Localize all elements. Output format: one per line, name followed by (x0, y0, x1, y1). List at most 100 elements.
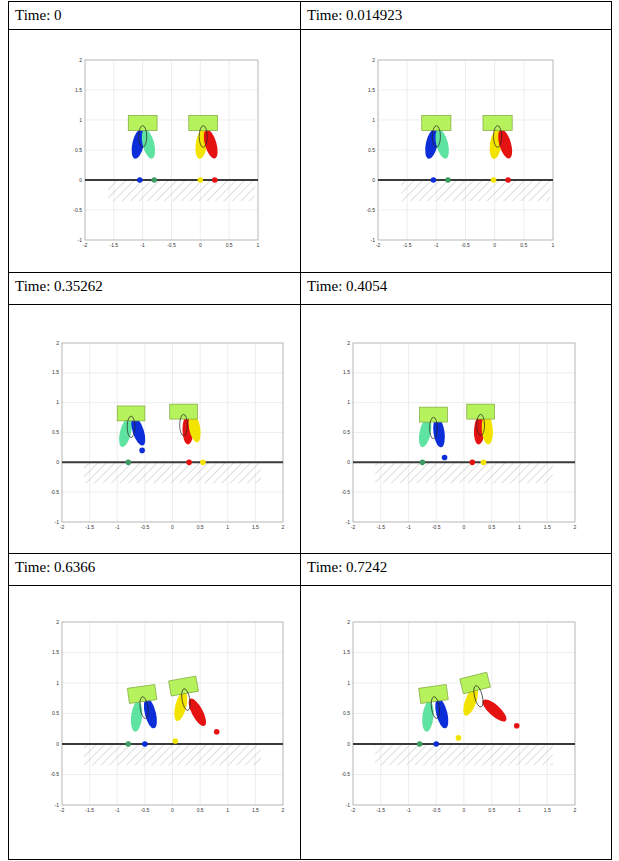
ground-line (62, 743, 283, 745)
axis-tick-label: 0 (79, 178, 82, 183)
axis-tick-label: 0 (171, 525, 174, 530)
grid-line (62, 744, 283, 745)
time-label: Time: 0.7242 (307, 559, 387, 575)
axis-tick-label: -0.5 (432, 525, 441, 530)
axis-tick-label: -1 (115, 525, 119, 530)
axes-box (62, 622, 283, 805)
foot-dot (417, 741, 423, 747)
hip-outline (127, 416, 135, 437)
grid-line (378, 90, 553, 91)
sim-plot (62, 622, 283, 805)
hip-outline (477, 414, 485, 435)
hip-outline (180, 688, 191, 711)
foot-dot (126, 741, 132, 747)
ground-hatch (375, 462, 553, 483)
ground-hatch (108, 180, 255, 201)
time-label: Time: 0.6366 (15, 559, 95, 575)
ground-line (353, 743, 575, 745)
axes-box (353, 622, 575, 805)
foot-dot (198, 177, 204, 183)
grid-line (62, 492, 283, 493)
foot-dot (442, 455, 448, 461)
axis-tick-label: 1 (347, 400, 350, 405)
foot-dot (212, 177, 218, 183)
sim-plot (85, 60, 258, 240)
foot-dot (431, 177, 437, 183)
robot-body (117, 406, 145, 421)
time-header-cell: Time: 0.4054 (301, 273, 611, 304)
grid-line (353, 744, 575, 745)
grid-line (62, 432, 283, 433)
grid-line (353, 432, 575, 433)
axis-tick-label: -2 (351, 808, 355, 813)
robot-body (128, 116, 157, 131)
leg-ellipse (495, 128, 514, 160)
robot-body (169, 676, 199, 696)
axis-tick-label: 0.5 (197, 525, 204, 530)
axis-tick-label: 2 (282, 525, 285, 530)
axis-tick-label: -1 (346, 803, 350, 808)
foot-dot (172, 738, 178, 744)
axis-tick-label: -1.5 (376, 525, 385, 530)
ground-line (378, 179, 553, 181)
axis-tick-label: -0.5 (461, 243, 470, 248)
axis-tick-label: 1 (257, 243, 260, 248)
axis-tick-label: 2 (282, 808, 285, 813)
axis-tick-label: 1.5 (343, 650, 350, 655)
foot-dot (420, 460, 426, 466)
axis-tick-label: 0.5 (52, 711, 59, 716)
axis-tick-label: 1 (347, 681, 350, 686)
axis-tick-label: 1 (372, 118, 375, 123)
hip-outline (432, 126, 440, 148)
axis-tick-label: 0 (372, 178, 375, 183)
table-grid (9, 2, 612, 860)
grid-line (353, 462, 575, 463)
axis-tick-label: 1.5 (343, 370, 350, 375)
axis-tick-label: 0 (347, 742, 350, 747)
foot-dot (491, 177, 497, 183)
foot-dot (481, 460, 487, 466)
axis-tick-label: -2 (60, 808, 64, 813)
robot-body (460, 672, 491, 694)
axis-tick-label: -2 (376, 243, 380, 248)
foot-dot (514, 723, 520, 729)
grid-line (353, 652, 575, 653)
grid-line (62, 462, 283, 463)
foot-dot (470, 460, 476, 466)
axis-tick-label: 0.5 (488, 808, 495, 813)
sim-plot (378, 60, 553, 240)
axis-tick-label: 0.5 (226, 243, 233, 248)
axis-tick-label: 0 (171, 808, 174, 813)
leg-ellipse (185, 696, 209, 728)
foot-dot (433, 741, 439, 747)
robot-body (422, 116, 451, 131)
foot-dot (137, 177, 143, 183)
axis-tick-label: 0 (463, 525, 466, 530)
foot-dot (186, 460, 192, 466)
ground-line (62, 461, 283, 463)
hip-outline (430, 696, 441, 719)
robot-body (127, 685, 156, 704)
axis-tick-label: 0.5 (368, 148, 375, 153)
axis-tick-label: -1.5 (85, 808, 94, 813)
grid-line (378, 180, 553, 181)
grid-line (85, 210, 258, 211)
axis-tick-label: 1 (226, 525, 229, 530)
axis-tick-label: -1 (434, 243, 438, 248)
robot-body (170, 404, 198, 419)
axis-tick-label: 1.5 (544, 525, 551, 530)
axis-tick-label: 0 (56, 460, 59, 465)
leg-ellipse (129, 701, 143, 732)
ground-hatch (401, 180, 550, 201)
grid-line (62, 713, 283, 714)
axis-tick-label: 0.5 (197, 808, 204, 813)
grid-line (378, 120, 553, 121)
grid-line (62, 372, 283, 373)
robot-body (483, 116, 512, 131)
ground-line (85, 179, 258, 181)
axis-tick-label: 0.5 (488, 525, 495, 530)
leg-ellipse (433, 128, 452, 160)
axis-tick-label: -0.5 (141, 808, 150, 813)
grid-line (353, 402, 575, 403)
hip-outline (180, 414, 188, 435)
